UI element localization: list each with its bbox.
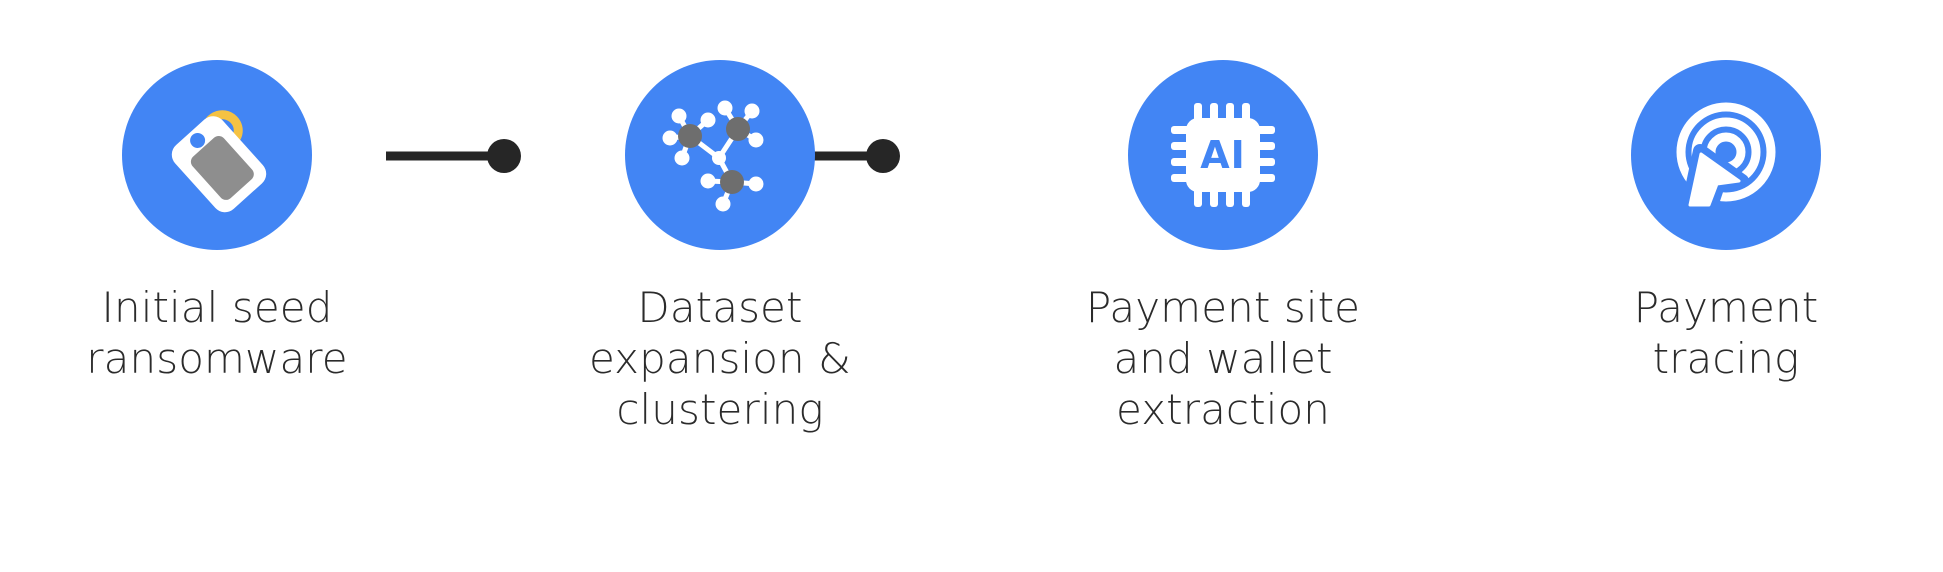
step-3-icon-circle[interactable]: AI: [1128, 60, 1318, 250]
step-4-label: Payment tracing: [1633, 283, 1819, 384]
cursor-arrow: [1688, 152, 1741, 207]
tag-body: [171, 116, 267, 213]
step-3-label: Payment site and wallet extraction: [1085, 283, 1361, 435]
ai-chip-icon: AI: [1171, 103, 1275, 207]
process-step-2[interactable]: Dataset expansion & clustering: [530, 0, 910, 436]
chip-body: [1186, 118, 1260, 192]
step-2-label: Dataset expansion & clustering: [588, 283, 852, 435]
network-hub-nodes: [678, 117, 750, 194]
target-cursor-icon: [1676, 102, 1776, 215]
network-cluster-icon: [662, 100, 764, 212]
step-1-label: Initial seed ransomware: [86, 283, 348, 384]
chip-label: AI: [1200, 133, 1246, 177]
step-2-icon-circle[interactable]: [625, 60, 815, 250]
process-step-1[interactable]: Initial seed ransomware: [27, 0, 407, 384]
step-1-icon-circle[interactable]: [122, 60, 312, 250]
price-tag-icon: [171, 110, 267, 213]
process-step-3[interactable]: AI Payment site and wallet extraction: [1033, 0, 1413, 436]
step-4-icon-circle[interactable]: [1631, 60, 1821, 250]
network-leaf-nodes: [662, 100, 764, 212]
process-step-4[interactable]: Payment tracing: [1536, 0, 1916, 384]
